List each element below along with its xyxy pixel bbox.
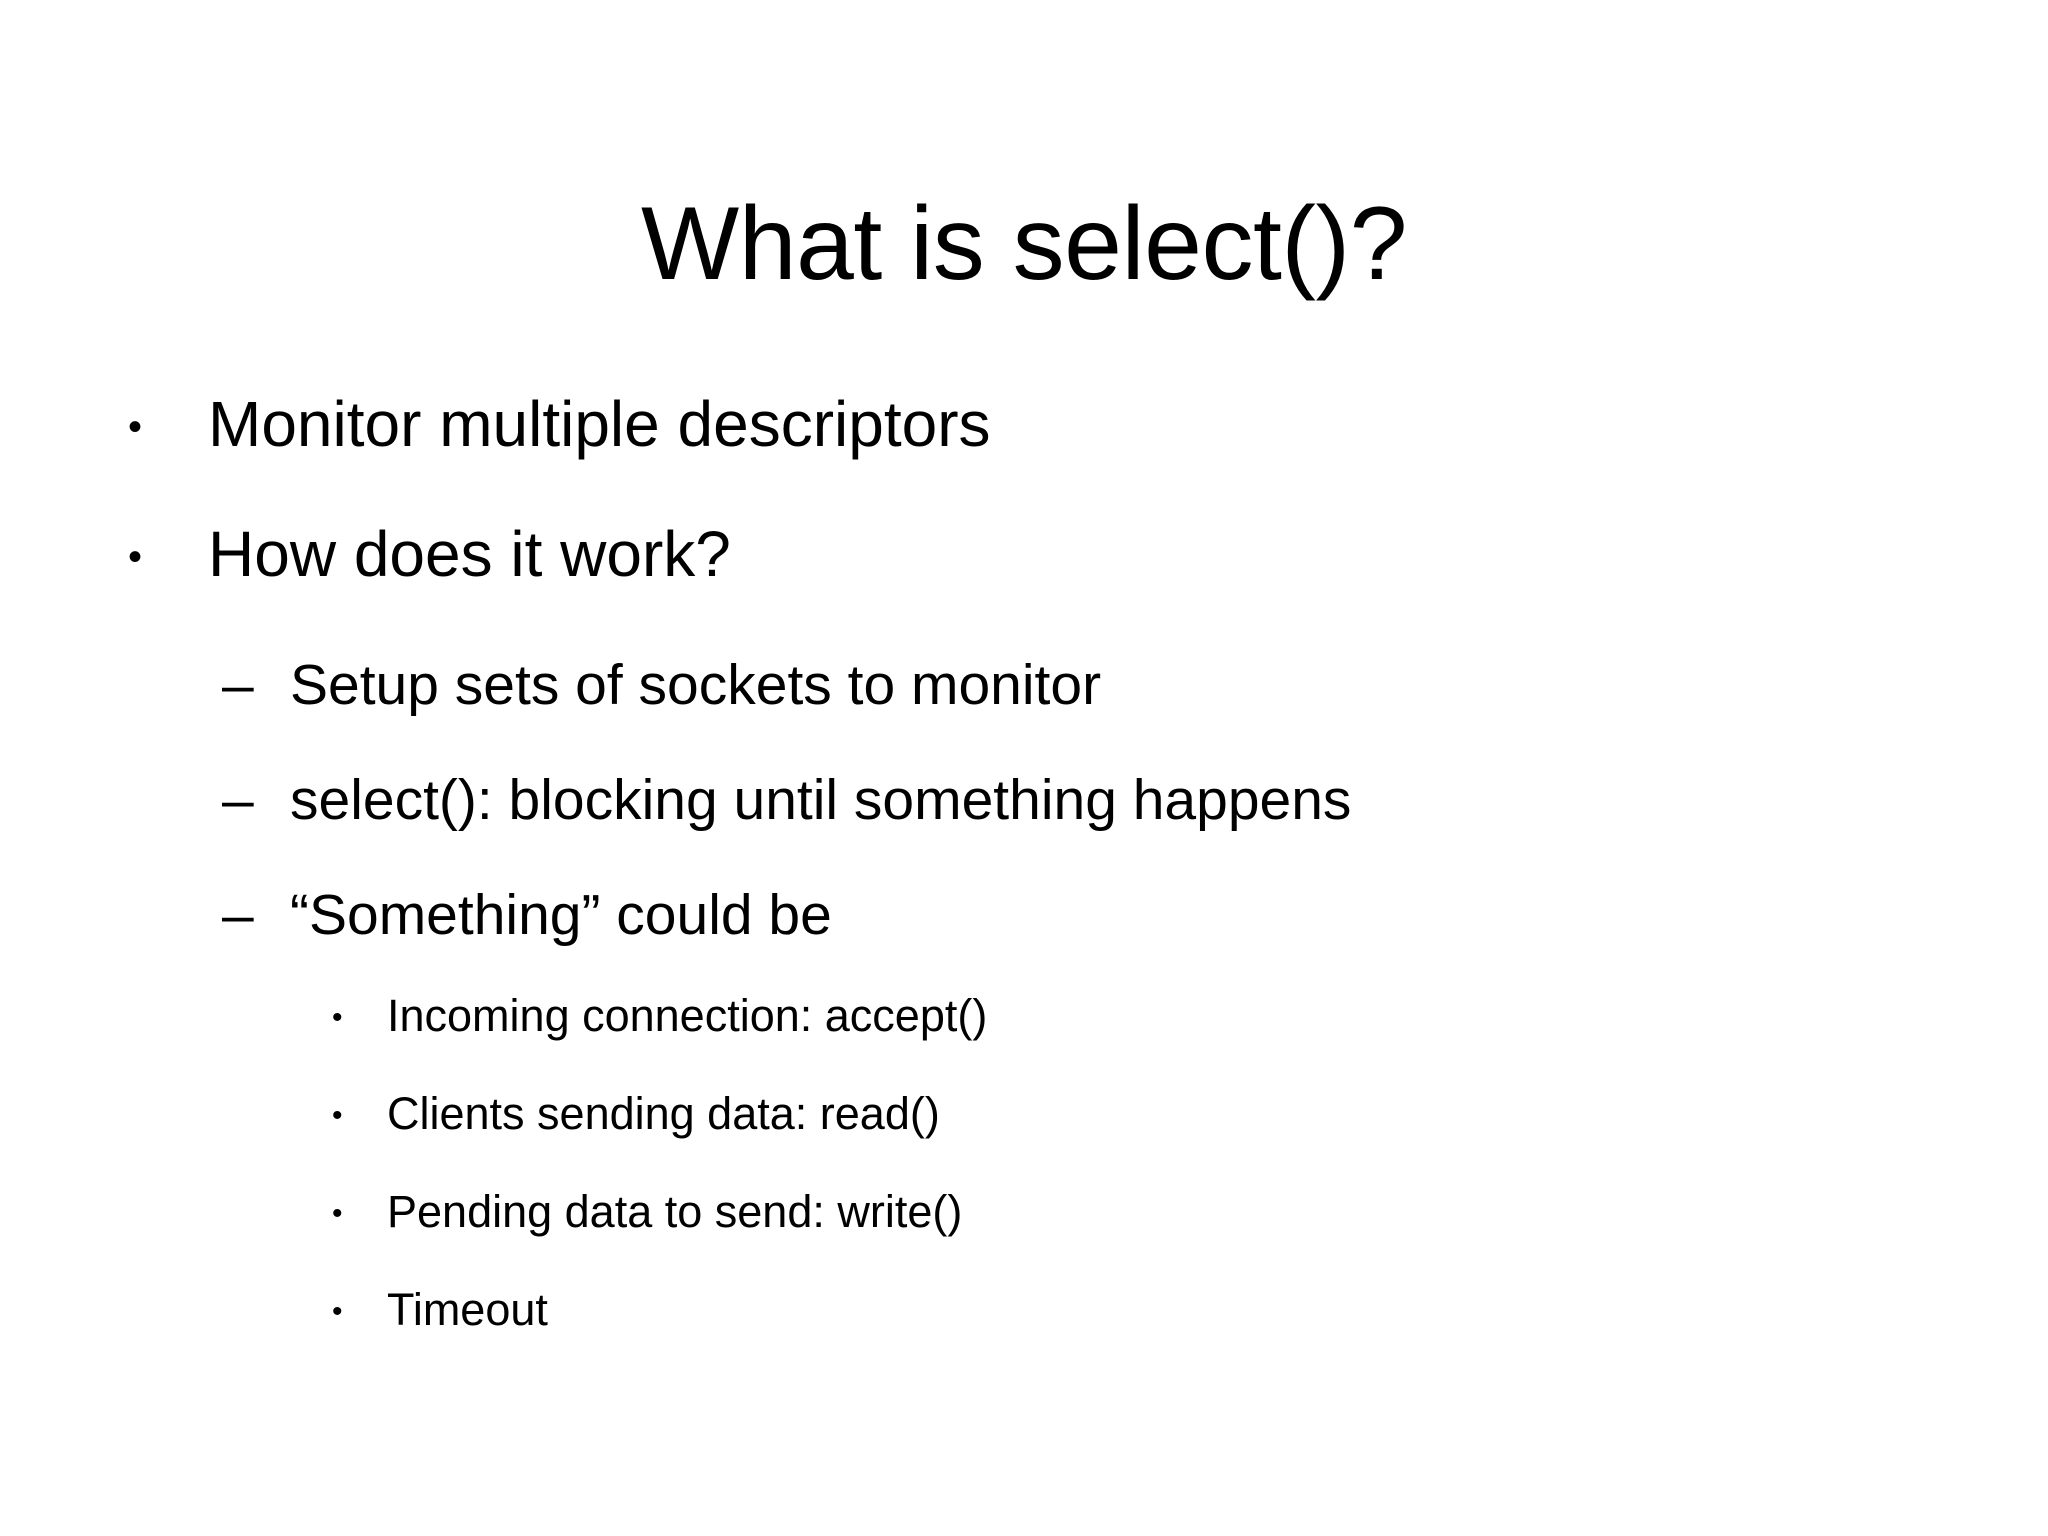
bullet-dot-icon: • [332, 1295, 343, 1328]
list-item: • How does it work? [128, 522, 731, 586]
list-item: • Incoming connection: accept() [332, 993, 987, 1038]
list-item: • Monitor multiple descriptors [128, 392, 991, 456]
bullet-dot-icon: • [128, 405, 143, 449]
bullet-dash-icon: – [222, 653, 254, 717]
list-item-label: How does it work? [208, 518, 731, 590]
list-item: – Setup sets of sockets to monitor [222, 657, 1101, 714]
list-item: – select(): blocking until something hap… [222, 772, 1351, 829]
bullet-dash-icon: – [222, 883, 254, 947]
list-item-label: Setup sets of sockets to monitor [290, 653, 1102, 717]
bullet-dot-icon: • [332, 1099, 343, 1132]
bullet-dot-icon: • [332, 1197, 343, 1230]
bullet-dot-icon: • [332, 1001, 343, 1034]
page-title: What is select()? [641, 185, 1407, 302]
list-item-label: Clients sending data: read() [387, 1088, 940, 1139]
list-item: • Timeout [332, 1287, 548, 1332]
list-item-label: Pending data to send: write() [387, 1186, 963, 1237]
list-item-label: Incoming connection: accept() [387, 990, 988, 1041]
list-item: • Pending data to send: write() [332, 1189, 962, 1234]
bullet-dash-icon: – [222, 768, 254, 832]
bullet-dot-icon: • [128, 535, 143, 579]
list-item-label: Monitor multiple descriptors [208, 388, 991, 460]
list-item-label: Timeout [387, 1284, 548, 1335]
list-item-label: select(): blocking until something happe… [290, 768, 1352, 832]
list-item: • Clients sending data: read() [332, 1091, 940, 1136]
list-item: – “Something” could be [222, 887, 832, 944]
list-item-label: “Something” could be [290, 883, 832, 947]
